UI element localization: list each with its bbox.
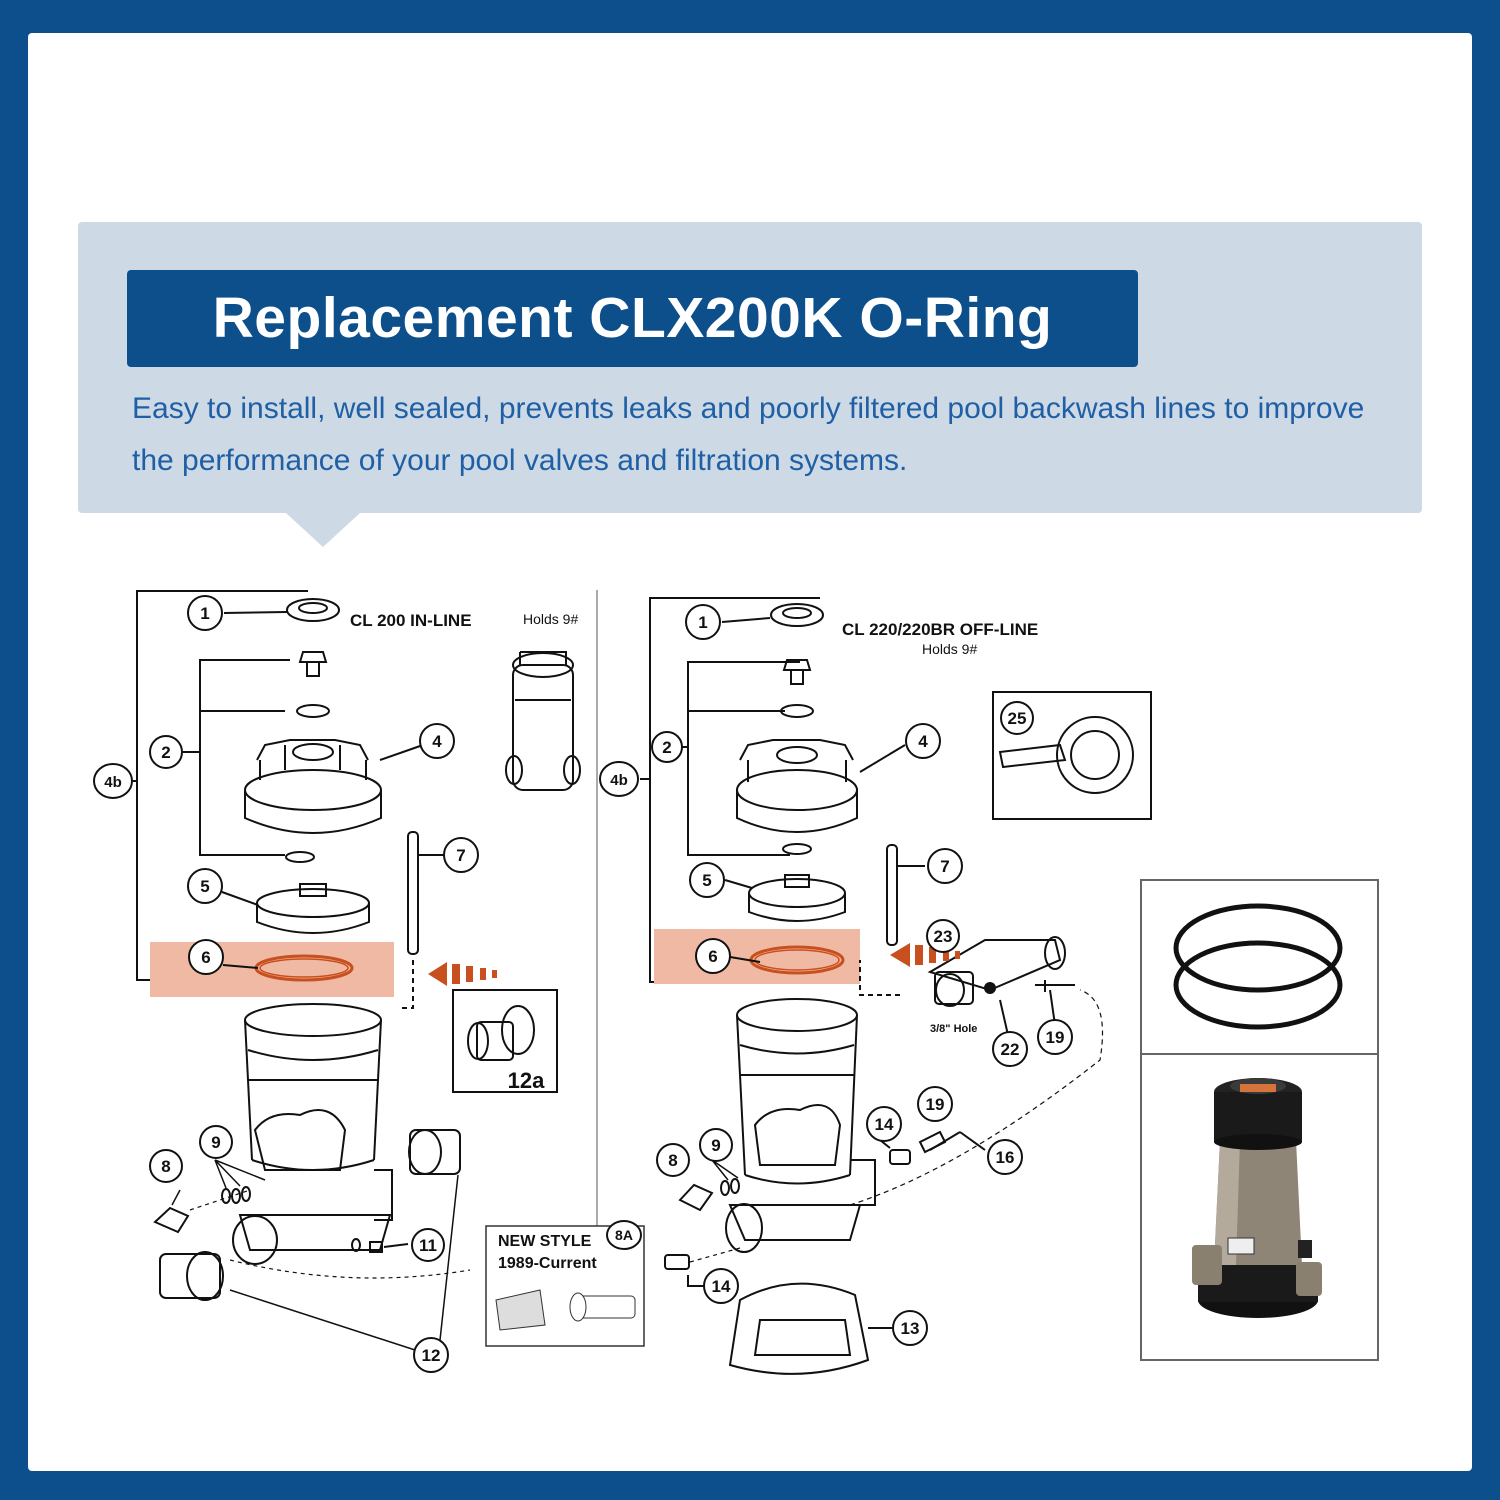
- cl220-labels: CL 220/220BR OFF-LINE Holds 9# 3/8" Hole: [842, 620, 1038, 1035]
- callout-r7: 7: [940, 857, 949, 876]
- callout-1: 1: [200, 604, 209, 623]
- content-panel: Replacement CLX200K O-Ring Easy to insta…: [28, 33, 1472, 1471]
- cl220-capacity-label: Holds 9#: [922, 641, 977, 657]
- new-style-inset: NEW STYLE 1989-Current 8A: [485, 1220, 645, 1347]
- chlorinator-icon: [1192, 1078, 1322, 1318]
- callout-r23: 23: [934, 927, 953, 946]
- callout-r19b: 19: [1046, 1028, 1065, 1047]
- cl200-inline-diagram: [131, 590, 581, 1351]
- callout-r4b: 4b: [610, 772, 628, 789]
- o-ring-pair-icon: [1173, 903, 1343, 1030]
- bracket-4b: [136, 590, 308, 981]
- callout-4: 4: [432, 732, 442, 751]
- o-ring-highlight: [150, 942, 394, 997]
- arrow-to-oring-left: [428, 962, 447, 986]
- callout-pointer: [286, 513, 360, 547]
- cl200-model-label: CL 200 IN-LINE: [350, 611, 472, 630]
- callout-r25: 25: [1008, 709, 1027, 728]
- callout-r4: 4: [918, 732, 928, 751]
- callout-r5: 5: [702, 871, 711, 890]
- callout-r14b: 14: [875, 1115, 894, 1134]
- cl220-callout-numbers: 1 2 4 4b 5 6 7 13 14 14 16 19 19 22 23 2…: [610, 613, 1064, 1338]
- callout-5: 5: [200, 877, 209, 896]
- cl200-callouts: [93, 595, 479, 1373]
- bracket-2-right: [687, 661, 800, 856]
- hole-note: 3/8" Hole: [930, 1023, 977, 1035]
- callout-r22: 22: [1001, 1040, 1020, 1059]
- wrench-inset: [992, 691, 1152, 820]
- callout-9: 9: [211, 1133, 220, 1152]
- cl220-model-label: CL 220/220BR OFF-LINE: [842, 620, 1038, 639]
- cl220-callouts: [599, 604, 1073, 1346]
- new-style-title: NEW STYLE: [498, 1233, 592, 1250]
- callout-r1: 1: [698, 613, 707, 632]
- callout-12: 12: [422, 1346, 441, 1365]
- bracket-4b-right: [649, 597, 820, 983]
- inset-12a: [452, 989, 558, 1093]
- callout-r6: 6: [708, 947, 717, 966]
- page-title: Replacement CLX200K O-Ring: [212, 286, 1053, 350]
- product-insets: [1140, 879, 1379, 1361]
- new-style-years: 1989-Current: [498, 1255, 597, 1272]
- callout-2: 2: [161, 743, 170, 762]
- callout-r8: 8: [668, 1151, 677, 1170]
- callout-7: 7: [456, 846, 465, 865]
- callout-r19a: 19: [926, 1095, 945, 1114]
- title-banner: Replacement CLX200K O-Ring: [127, 270, 1138, 367]
- callout-4b: 4b: [104, 774, 122, 791]
- callout-r16: 16: [996, 1148, 1015, 1167]
- callout-6: 6: [201, 948, 210, 967]
- callout-8: 8: [161, 1157, 170, 1176]
- cl220-offline-diagram: [640, 597, 1152, 1375]
- cl200-labels: CL 200 IN-LINE Holds 9#: [350, 611, 578, 630]
- callout-11: 11: [419, 1236, 437, 1255]
- product-description: Easy to install, well sealed, prevents l…: [132, 392, 1365, 477]
- arrow-to-oring-right: [890, 943, 910, 967]
- bracket-2: [199, 659, 290, 856]
- callout-r9: 9: [711, 1136, 720, 1155]
- callout-r14a: 14: [712, 1277, 731, 1296]
- callout-12a: 12a: [508, 1068, 545, 1093]
- callout-r2: 2: [662, 738, 671, 757]
- cl200-capacity-label: Holds 9#: [523, 611, 578, 627]
- callout-r13: 13: [901, 1319, 920, 1338]
- cl200-callout-numbers: 1 2 4 4b 5 6 7 8 9 11 12 12a: [104, 604, 545, 1365]
- callout-8a: 8A: [615, 1227, 633, 1243]
